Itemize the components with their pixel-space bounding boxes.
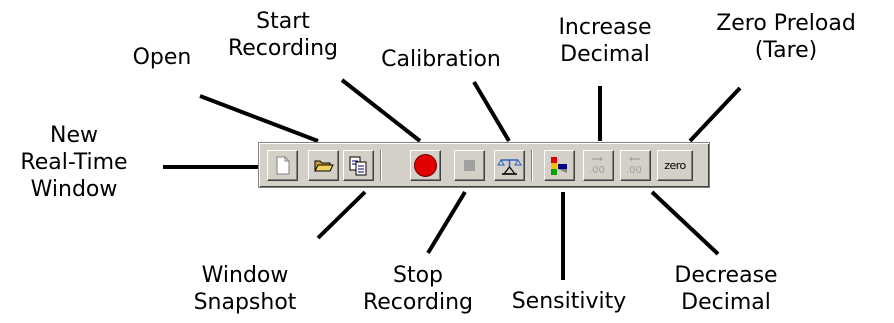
stop-recording-button[interactable] xyxy=(454,150,485,181)
label-open: Open xyxy=(112,44,212,71)
leader-calibration xyxy=(472,80,511,143)
label-line: Increase xyxy=(558,15,652,40)
toolbar-separator xyxy=(380,150,382,181)
scale-icon xyxy=(497,159,522,175)
label-line: Decrease xyxy=(674,263,778,288)
decrease-decimal-button[interactable]: .00 xyxy=(620,150,651,181)
label-sensitivity: Sensitivity xyxy=(506,288,632,315)
leader-zero-preload xyxy=(688,86,742,143)
label-line: Calibration xyxy=(381,47,501,72)
label-line: Recording xyxy=(362,290,474,315)
leader-start-recording xyxy=(340,78,422,143)
svg-text:.00: .00 xyxy=(626,165,642,176)
toolbar: .00 .00 zero xyxy=(258,142,710,188)
label-line: Zero Preload xyxy=(716,11,856,36)
label-line: New xyxy=(50,123,98,148)
label-line: Window xyxy=(30,177,118,202)
calibration-button[interactable] xyxy=(494,150,525,181)
copy-windows-icon xyxy=(349,156,367,176)
decrease-decimal-icon: .00 xyxy=(626,157,642,176)
sensitivity-button[interactable] xyxy=(544,150,575,181)
leader-window-snapshot xyxy=(316,190,367,240)
label-window-snapshot: Window Snapshot xyxy=(180,262,310,316)
new-window-button[interactable] xyxy=(267,150,298,181)
label-line: Snapshot xyxy=(193,290,297,315)
label-line: Decimal xyxy=(560,42,650,67)
label-calibration: Calibration xyxy=(368,46,514,73)
label-line: Window xyxy=(201,263,289,288)
increase-decimal-button[interactable]: .00 xyxy=(583,150,614,181)
svg-text:.00: .00 xyxy=(589,165,605,176)
label-line: Recording xyxy=(227,36,339,61)
label-line: Sensitivity xyxy=(511,289,627,314)
label-stop-recording: Stop Recording xyxy=(348,262,488,316)
color-bars-icon xyxy=(551,157,567,175)
label-decrease-decimal: Decrease Decimal xyxy=(666,262,786,316)
label-line: Start xyxy=(256,9,310,34)
zero-preload-button[interactable]: zero xyxy=(657,150,693,181)
label-line: Real-Time xyxy=(20,150,128,175)
label-start-recording: Start Recording xyxy=(208,8,358,62)
window-snapshot-button[interactable] xyxy=(343,150,374,181)
zero-text-icon: zero xyxy=(664,159,686,172)
stop-square-icon xyxy=(464,160,475,171)
leader-open xyxy=(199,94,319,143)
leader-decrease-decimal xyxy=(650,190,720,256)
folder-open-icon xyxy=(314,160,334,172)
leader-stop-recording xyxy=(426,190,467,255)
open-button[interactable] xyxy=(308,150,339,181)
label-increase-decimal: Increase Decimal xyxy=(540,14,670,68)
red-record-circle-icon xyxy=(414,154,437,177)
label-line: Open xyxy=(132,45,192,70)
blank-page-icon xyxy=(276,156,290,175)
label-line: (Tare) xyxy=(754,38,818,63)
label-zero-preload: Zero Preload (Tare) xyxy=(696,10,876,64)
label-new-real-time-window: New Real-Time Window xyxy=(4,122,144,203)
toolbar-separator xyxy=(531,150,533,181)
label-line: Stop xyxy=(392,263,443,288)
start-recording-button[interactable] xyxy=(410,150,441,181)
label-line: Decimal xyxy=(681,290,771,315)
increase-decimal-icon: .00 xyxy=(589,157,605,176)
